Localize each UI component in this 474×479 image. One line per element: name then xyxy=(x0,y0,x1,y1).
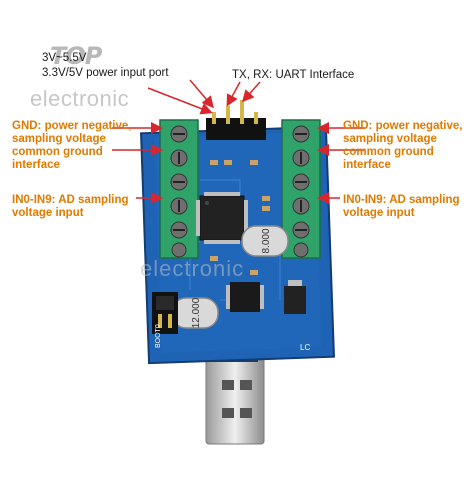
gnd-left-line4: interface xyxy=(12,159,60,171)
boot-label: BOOT0 xyxy=(155,324,162,348)
right-terminal-block xyxy=(281,119,321,259)
adc-left-line2: voltage input xyxy=(12,207,84,219)
gnd-right-line3: common ground xyxy=(343,146,434,158)
adc-right-line1: IN0-IN9: AD sampling xyxy=(343,194,460,206)
adc-left-line1: IN0-IN9: AD sampling xyxy=(12,194,129,206)
voltage-regulator xyxy=(284,280,306,314)
version-label: LC xyxy=(300,343,310,352)
uart-label: TX, RX: UART Interface xyxy=(232,69,355,81)
second-chip xyxy=(226,282,264,312)
uart-header xyxy=(206,100,266,140)
brand-logo-text: electronic xyxy=(30,86,130,111)
crystal-8mhz: 8.000 xyxy=(241,225,289,257)
boot-jumper xyxy=(152,292,178,334)
adc-right-line2: voltage input xyxy=(343,207,415,219)
crystal-top-label: 8.000 xyxy=(261,228,272,253)
gnd-right-line4: interface xyxy=(343,159,391,171)
crystal-bottom-label: 12.000 xyxy=(191,297,202,328)
usb-connector xyxy=(205,347,265,445)
brand-watermark: electronic xyxy=(140,256,245,281)
gnd-right-line2: sampling voltage xyxy=(343,133,437,145)
power-input-label-line1: 3V~5.5V xyxy=(42,52,87,64)
annotation-arrows xyxy=(112,79,365,204)
main-chip xyxy=(196,192,248,244)
power-input-label-line2: 3.3V/5V power input port xyxy=(42,67,169,79)
gnd-left-line1: GND: power negative, xyxy=(12,120,132,132)
gnd-right-line1: GND: power negative, xyxy=(343,120,463,132)
crystal-12mhz: 12.000 xyxy=(171,297,219,329)
gnd-left-line3: common ground xyxy=(12,146,103,158)
brand-logo-top: TOP xyxy=(50,42,102,70)
smd-components xyxy=(210,160,270,275)
left-terminal-block xyxy=(159,119,199,259)
gnd-left-line2: sampling voltage xyxy=(12,133,106,145)
